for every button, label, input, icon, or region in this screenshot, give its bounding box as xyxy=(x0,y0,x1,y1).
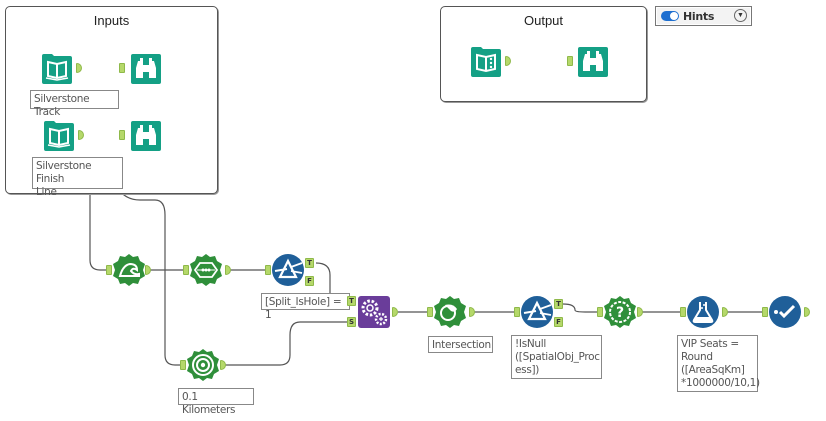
wave-icon xyxy=(113,254,145,286)
annotation-track: Silverstone Track xyxy=(30,90,119,118)
poly-split-tool[interactable] xyxy=(112,253,146,287)
hints-toggle[interactable] xyxy=(661,11,679,21)
spatial-info-icon xyxy=(190,254,222,286)
filter-prism-icon xyxy=(521,296,553,328)
binoculars-icon xyxy=(131,54,161,84)
true-input-anchor[interactable]: T xyxy=(347,296,356,306)
checkmark-icon xyxy=(769,296,801,328)
true-anchor[interactable]: T xyxy=(554,299,563,309)
output-anchor[interactable] xyxy=(392,307,398,317)
book-icon xyxy=(44,121,74,151)
spatial-match-tool[interactable]: ? xyxy=(603,295,637,329)
book-output-icon xyxy=(471,47,501,77)
batch-macro-tool[interactable] xyxy=(357,295,391,329)
output-anchor[interactable] xyxy=(505,56,511,66)
input-anchor[interactable] xyxy=(119,130,125,140)
binoculars-icon xyxy=(131,121,161,151)
browse-tool-output[interactable] xyxy=(576,45,610,79)
annotation-filter-hole: [Split_IsHole] = 1 xyxy=(261,293,350,321)
output-anchor[interactable] xyxy=(722,307,728,317)
formula-tool[interactable] xyxy=(686,295,720,329)
output-anchor[interactable] xyxy=(145,265,151,275)
select-tool[interactable] xyxy=(768,295,802,329)
output-container-title: Output xyxy=(523,13,564,28)
question-icon: ? xyxy=(604,296,636,328)
input-anchor[interactable] xyxy=(106,265,112,275)
input-anchor[interactable] xyxy=(762,307,768,317)
input-anchor[interactable] xyxy=(514,307,520,317)
browse-tool-finish[interactable] xyxy=(129,119,163,153)
flask-icon xyxy=(687,296,719,328)
spatial-info-tool[interactable] xyxy=(189,253,223,287)
annotation-trade-area: 0.1 Kilometers xyxy=(178,388,254,416)
annotation-formula: VIP Seats = Round ([AreaSqKm] *1000000/1… xyxy=(677,335,760,392)
input-anchor[interactable] xyxy=(180,360,186,370)
output-anchor[interactable] xyxy=(637,307,643,317)
target-icon xyxy=(187,349,219,381)
hints-label: Hints xyxy=(683,10,715,23)
annotation-spatial-process: Intersection xyxy=(428,336,493,353)
true-anchor[interactable]: T xyxy=(305,258,314,268)
input-data-tool-finish[interactable] xyxy=(42,119,76,153)
input-anchor[interactable] xyxy=(265,265,271,275)
input-anchor[interactable] xyxy=(119,63,125,73)
spatial-process-tool[interactable] xyxy=(433,295,467,329)
output-anchor[interactable] xyxy=(225,265,231,275)
output-anchor[interactable] xyxy=(76,63,82,73)
hints-control: Hints ▼ xyxy=(655,6,752,26)
book-icon xyxy=(42,54,72,84)
source-input-anchor[interactable]: S xyxy=(347,317,356,327)
trade-area-tool[interactable] xyxy=(186,348,220,382)
output-anchor[interactable] xyxy=(469,307,475,317)
wire-tradearea-macro xyxy=(222,321,347,366)
input-anchor[interactable] xyxy=(597,307,603,317)
annotation-filter-null: !IsNull ([SpatialObj_Proc ess]) xyxy=(511,335,602,379)
intersection-icon xyxy=(434,296,466,328)
false-anchor[interactable]: F xyxy=(554,317,563,327)
filter-tool-null[interactable] xyxy=(520,295,554,329)
input-anchor[interactable] xyxy=(680,307,686,317)
output-data-tool[interactable] xyxy=(469,45,503,79)
output-anchor[interactable] xyxy=(78,130,84,140)
wire-filternull-match xyxy=(562,303,597,313)
gears-icon xyxy=(358,296,390,328)
inputs-container-title: Inputs xyxy=(93,13,130,28)
output-anchor[interactable] xyxy=(804,307,810,317)
filter-tool-hole[interactable] xyxy=(271,253,305,287)
filter-prism-icon xyxy=(272,254,304,286)
input-anchor[interactable] xyxy=(183,265,189,275)
annotation-finish: Silverstone Finish Line xyxy=(32,157,123,198)
output-anchor[interactable] xyxy=(220,360,226,370)
input-anchor[interactable] xyxy=(567,56,573,66)
input-anchor[interactable] xyxy=(427,307,433,317)
input-data-tool-track[interactable] xyxy=(40,52,74,86)
binoculars-icon xyxy=(578,47,608,77)
browse-tool-track[interactable] xyxy=(129,52,163,86)
hints-dropdown-icon[interactable]: ▼ xyxy=(734,9,747,22)
false-anchor[interactable]: F xyxy=(305,276,314,286)
svg-text:?: ? xyxy=(616,305,624,321)
